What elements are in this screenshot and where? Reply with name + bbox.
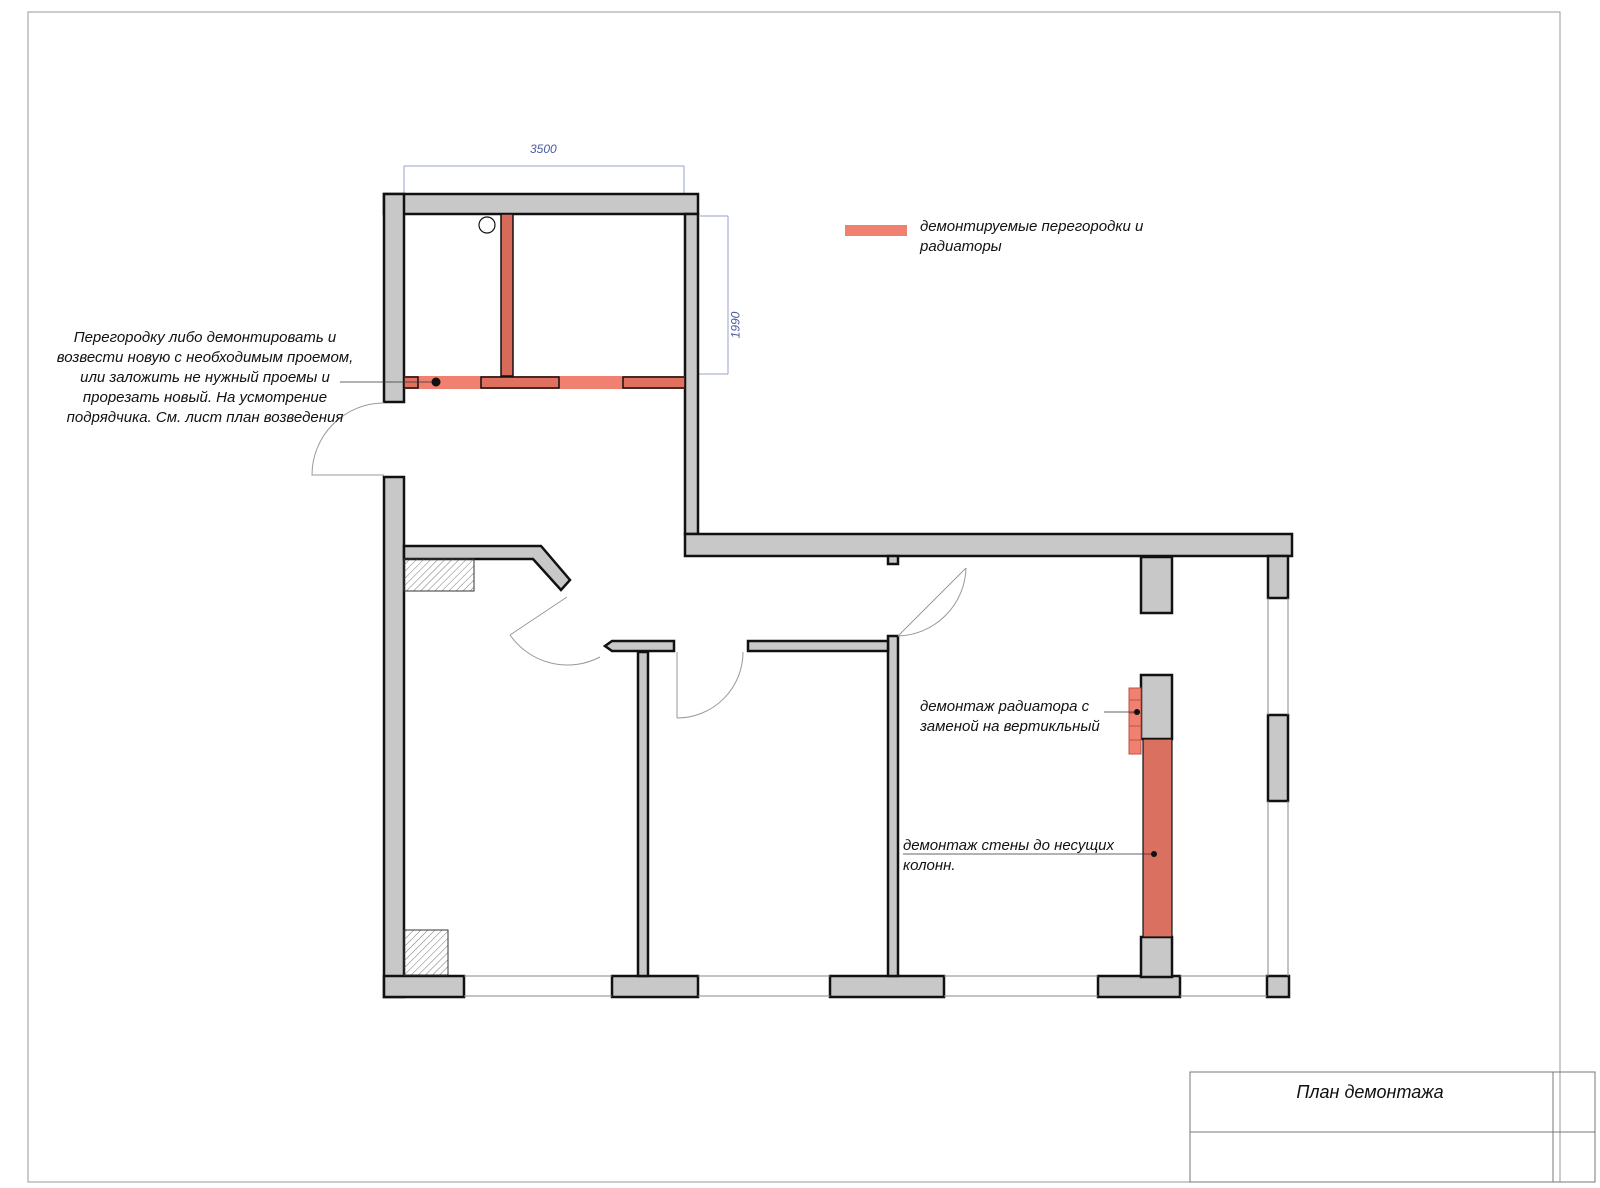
dimension-width: 3500 bbox=[530, 142, 557, 156]
door-swings bbox=[311, 402, 967, 719]
demolish-partitions bbox=[403, 213, 686, 389]
title-block bbox=[1189, 1071, 1596, 1183]
sheet-title: План демонтажа bbox=[1296, 1082, 1444, 1102]
legend-label: демонтируемые перегородки и радиаторы bbox=[920, 218, 1144, 255]
demolish-wall bbox=[1142, 738, 1173, 938]
walls bbox=[382, 192, 1294, 999]
windows bbox=[464, 598, 1289, 997]
sheet-frame bbox=[27, 11, 1561, 1183]
shafts bbox=[403, 558, 475, 976]
partition-note: Перегородку либо демонтировать и возвест… bbox=[56, 329, 354, 426]
radiator-note: демонтаж радиатора с заменой на вертикль… bbox=[920, 698, 1100, 735]
leader-dots bbox=[431, 377, 1157, 857]
legend-swatch bbox=[845, 225, 907, 236]
wall-demolition-note: демонтаж стены до несущих колонн. bbox=[903, 837, 1114, 874]
riser-icon bbox=[478, 216, 496, 234]
dimension-height: 1990 bbox=[728, 311, 743, 339]
leader-lines bbox=[340, 381, 1154, 855]
